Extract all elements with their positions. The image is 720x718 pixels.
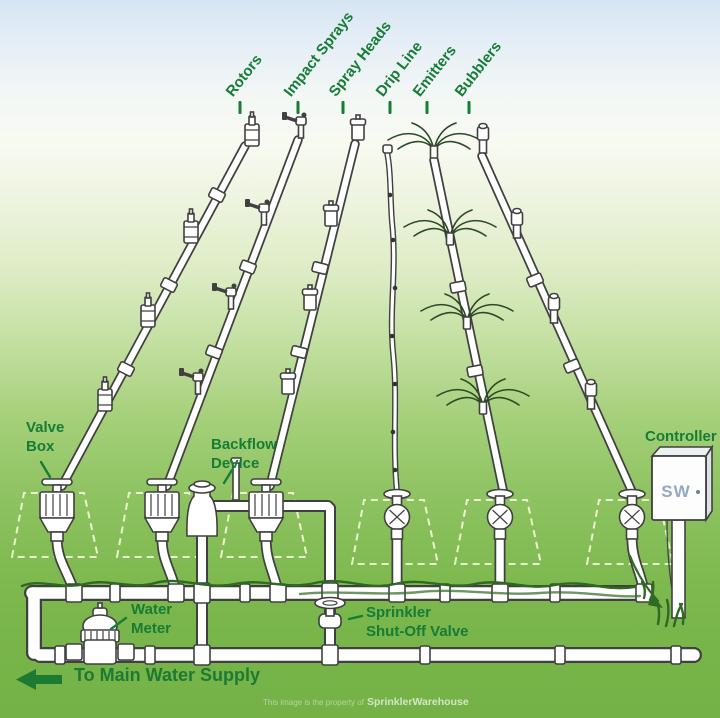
spray-head-icon — [301, 284, 319, 311]
leader-line-water-meter — [109, 616, 128, 631]
drip-line-end-cap — [382, 144, 393, 154]
watermark-prefix: This image is the property of — [263, 698, 364, 707]
impact-spray-icon — [210, 281, 239, 311]
bubbler-icon — [547, 292, 561, 324]
backflow-device-icon — [186, 457, 242, 537]
label-backflow-device: Backflow Device — [211, 436, 277, 472]
valve-box-outline — [453, 499, 543, 565]
drip-emitter-dot — [390, 429, 396, 435]
impact-spray-icon — [177, 366, 206, 396]
impact-spray-icon — [243, 197, 272, 227]
controller-box: SW — [650, 444, 714, 628]
anti-siphon-valve-icon — [144, 478, 180, 542]
impact-spray-icon — [280, 110, 309, 140]
valve-box-outlines — [10, 492, 675, 565]
drip-emitter-dot — [389, 333, 395, 339]
drip-emitter-dot — [392, 467, 398, 473]
label-tick — [467, 101, 471, 114]
valve-box-outline — [350, 499, 440, 565]
anti-siphon-valve-icon — [39, 478, 75, 542]
globe-valve-icon — [486, 488, 514, 540]
drip-emitter-dots — [387, 192, 398, 473]
emitter-spray-icon — [387, 122, 481, 159]
spray-head-icon — [322, 200, 340, 227]
zone-valves — [39, 478, 646, 542]
label-valve-box: Valve Box — [26, 419, 65, 455]
controller-post — [671, 519, 686, 619]
leader-line-shut-off — [347, 614, 364, 621]
label-tick — [388, 101, 392, 114]
label-tick — [238, 101, 242, 114]
bubbler-icon — [584, 378, 598, 410]
label-ticks — [238, 101, 471, 114]
rotor-icon — [244, 111, 260, 147]
bubbler-icon — [510, 207, 524, 239]
anti-siphon-valve-icon — [248, 478, 284, 542]
valve-wire — [628, 554, 663, 608]
label-controller: Controller — [645, 428, 717, 445]
spray-head-icon — [279, 368, 297, 395]
drip-emitter-dot — [392, 285, 398, 291]
spray-head-icon — [349, 114, 367, 141]
leader-line-valve-box — [39, 460, 52, 479]
valve-box-outline — [219, 492, 309, 558]
globe-valve-icon — [618, 488, 646, 540]
water-meter-icon — [65, 602, 135, 665]
logo-dot — [696, 490, 700, 494]
drip-emitter-dot — [392, 381, 398, 387]
label-shut-off-valve: Sprinkler Shut-Off Valve — [366, 604, 469, 640]
controller-logo: SW — [661, 482, 690, 501]
wire-arrow — [648, 594, 663, 608]
bottom-pipe-network — [24, 500, 702, 666]
grass-tuft — [654, 598, 685, 628]
rotor-icon — [140, 292, 156, 328]
label-tick — [341, 101, 345, 114]
rotor-icon — [97, 376, 113, 412]
globe-valve-icon — [383, 488, 411, 540]
drip-emitter-dot — [390, 237, 396, 243]
grass-line — [20, 579, 655, 602]
leader-lines — [39, 460, 364, 631]
shut-off-valve-icon — [314, 596, 346, 629]
valve-box-outline — [115, 492, 205, 558]
drip-emitter-dot — [387, 192, 393, 198]
valve-box-outline — [10, 492, 100, 558]
bubbler-icon — [476, 122, 490, 154]
leader-line-backflow — [222, 468, 234, 485]
label-tick — [425, 101, 429, 114]
main-supply-arrow-icon — [16, 669, 62, 690]
watermark-brand: SprinklerWarehouse — [366, 696, 469, 708]
label-tick — [296, 101, 300, 114]
label-water-meter: Water Meter — [131, 601, 173, 637]
label-main-water-supply: To Main Water Supply — [74, 665, 261, 685]
rotor-icon — [183, 208, 199, 244]
